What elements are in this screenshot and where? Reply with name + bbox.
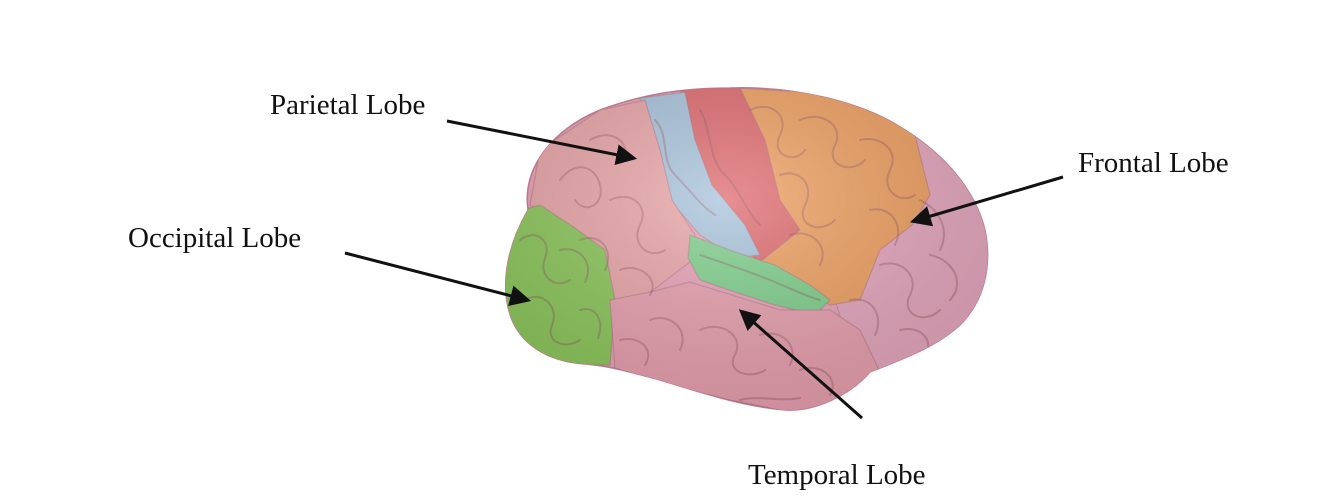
brain-illustration bbox=[500, 80, 1000, 420]
parietal-lobe-label: Parietal Lobe bbox=[270, 91, 425, 120]
temporal-lobe-label: Temporal Lobe bbox=[748, 461, 926, 490]
frontal-lobe-label: Frontal Lobe bbox=[1078, 149, 1229, 178]
occipital-arrow bbox=[345, 253, 527, 300]
occipital-lobe-label: Occipital Lobe bbox=[128, 224, 301, 253]
